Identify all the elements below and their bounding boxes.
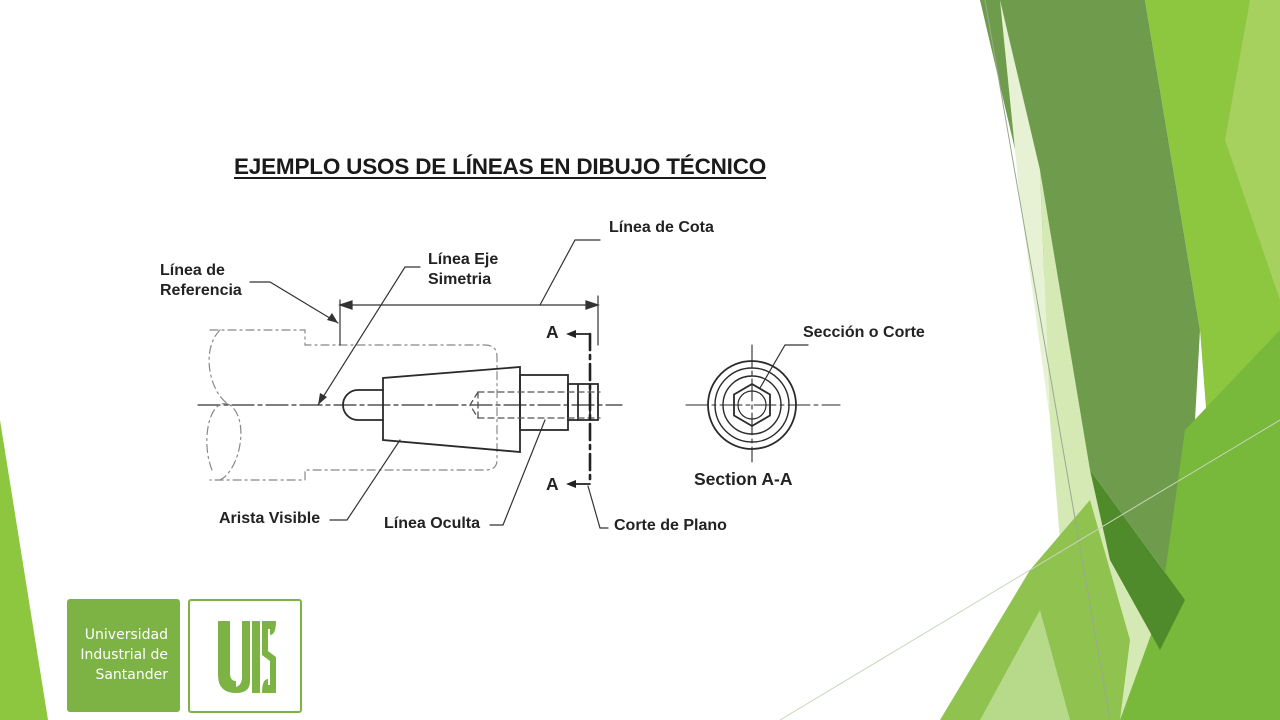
hidden-lines — [469, 391, 601, 419]
phantom-outline — [206, 329, 498, 481]
label-linea-oculta: Línea Oculta — [384, 515, 481, 532]
leader-lines — [249, 239, 809, 529]
section-view — [685, 344, 841, 463]
section-marker-bottom: A — [546, 474, 559, 494]
university-emblem — [188, 599, 302, 713]
deco-facet-bottom-light — [980, 610, 1070, 720]
deco-left-facet — [0, 420, 48, 720]
deco-facet-pale2 — [1000, 0, 1050, 420]
deco-facet-bottom — [940, 500, 1130, 720]
uis-emblem-icon — [218, 621, 276, 693]
section-marker-top: A — [546, 322, 559, 342]
university-name: Universidad Industrial de Santander — [80, 627, 168, 683]
label-section-a-a: Section A-A — [694, 469, 793, 489]
deco-facet-mid — [1225, 0, 1280, 300]
visible-edges — [342, 366, 599, 453]
label-linea-de-referencia: Línea de Referencia — [160, 262, 242, 299]
deco-thin-line-2 — [779, 419, 1280, 720]
deco-thin-line — [984, 0, 1111, 720]
university-logo-text: Universidad Industrial de Santander — [67, 599, 180, 712]
cutting-plane-line — [566, 330, 592, 488]
label-linea-eje-simetria: Línea Eje Simetria — [428, 251, 499, 288]
diagram-title: EJEMPLO USOS DE LÍNEAS EN DIBUJO TÉCNICO — [234, 154, 767, 179]
deco-facet-deep — [1090, 470, 1185, 650]
label-linea-de-cota: Línea de Cota — [609, 219, 714, 236]
label-arista-visible: Arista Visible — [219, 510, 321, 527]
label-seccion-o-corte: Sección o Corte — [803, 324, 925, 341]
dimension-line — [338, 295, 600, 346]
label-corte-de-plano: Corte de Plano — [614, 517, 727, 534]
